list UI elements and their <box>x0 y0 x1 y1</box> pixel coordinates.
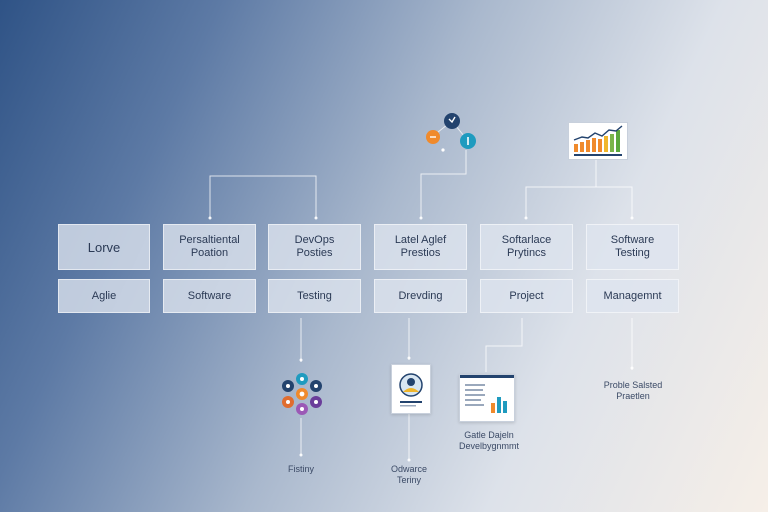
box-persaltiental-poation: Persaltiental Poation <box>163 224 256 270</box>
box-devops-posties: DevOps Posties <box>268 224 361 270</box>
box-label: Lorve <box>87 239 121 255</box>
box-label: Software Testing <box>610 234 655 259</box>
box-drevding: Drevding <box>374 279 467 313</box>
box-label: Testing <box>297 289 332 302</box>
box-label: Project <box>509 289 544 302</box>
box-aglie: Aglie <box>58 279 150 313</box>
box-project: Project <box>480 279 573 313</box>
connector-bracket-left <box>209 175 317 218</box>
connector-project-down <box>485 318 523 372</box>
box-software: Software <box>163 279 256 313</box>
box-latel-aglef-prestios: Latel Aglef Prestios <box>374 224 467 270</box>
box-label: Aglie <box>91 289 117 302</box>
box-testing: Testing <box>268 279 361 313</box>
box-label: Softarlace Prytincs <box>501 234 552 259</box>
box-label: Software <box>187 289 232 302</box>
box-lorve: Lorve <box>58 224 150 270</box>
box-managemnt: Managemnt <box>586 279 679 313</box>
bar-chart-icon <box>568 122 628 160</box>
profile-document-icon <box>391 364 431 414</box>
box-software-testing: Software Testing <box>586 224 679 270</box>
report-document-icon <box>459 374 515 422</box>
label-fistiny: Fistiny <box>287 464 314 474</box>
label-odwarce-teriny: Odwarce Teriny <box>390 464 427 485</box>
team-network-icon <box>282 373 322 415</box>
label-gatle-dajeln: Gatle Dajeln Develbygnmmt <box>458 430 520 451</box>
connector-cluster-down <box>420 150 467 218</box>
connector-bracket-right <box>525 186 633 218</box>
label-proble-salsted: Proble Salsted Praetlen <box>603 380 663 401</box>
box-label: Latel Aglef Prestios <box>394 234 447 259</box>
box-label: Managemnt <box>603 289 662 302</box>
box-softarlace-prytincs: Softarlace Prytincs <box>480 224 573 270</box>
connected-circles-icon <box>426 113 476 152</box>
box-label: DevOps Posties <box>294 234 335 259</box>
box-label: Persaltiental Poation <box>179 234 240 259</box>
box-label: Drevding <box>398 289 443 302</box>
